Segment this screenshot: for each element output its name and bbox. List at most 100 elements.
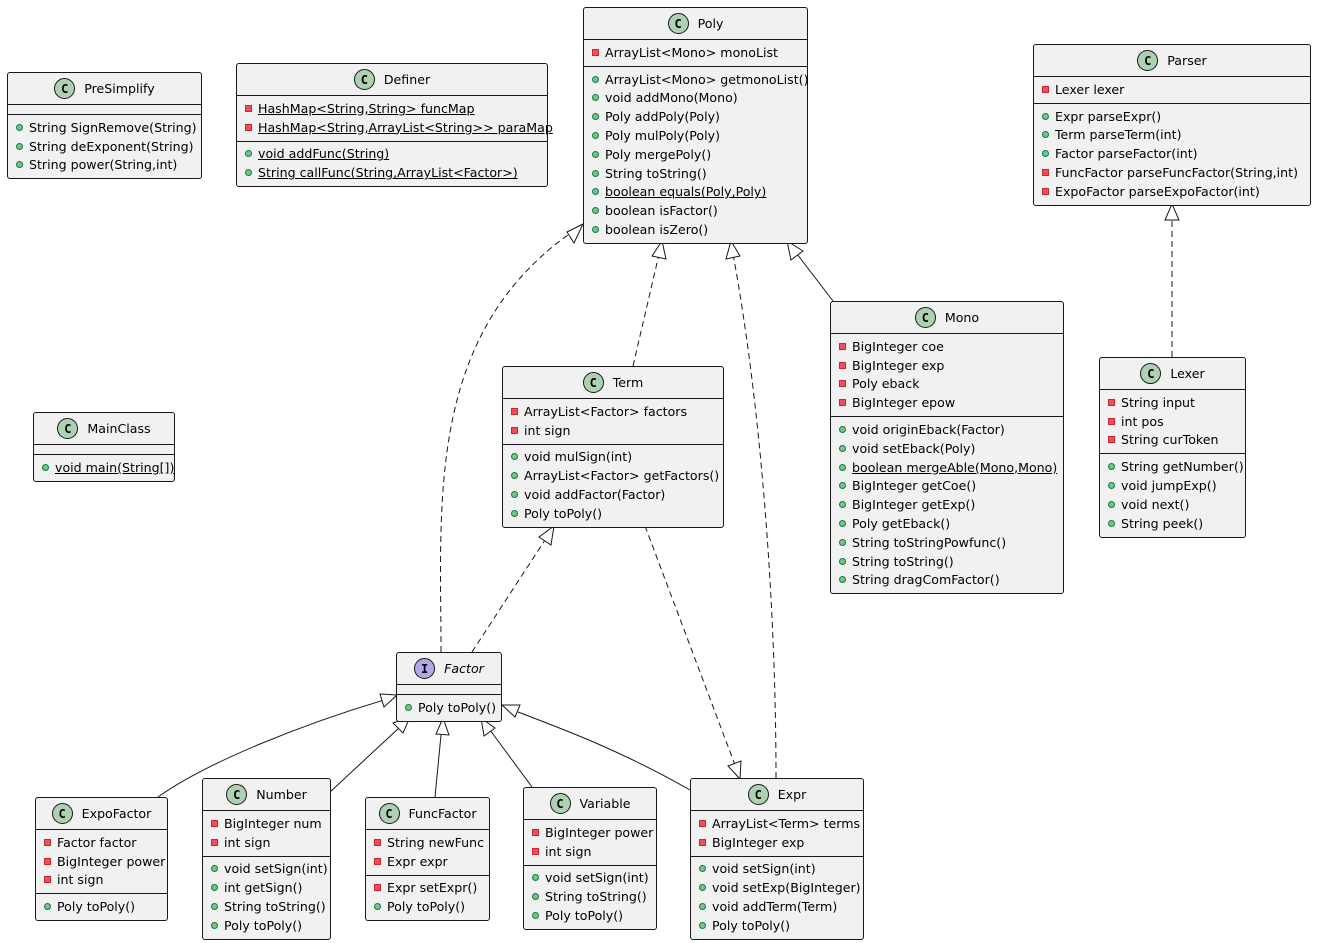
public-visibility-icon <box>511 491 518 499</box>
public-visibility-icon <box>592 132 599 140</box>
method-row: Poly toPoly() <box>203 916 330 935</box>
method-row: boolean equals(Poly,Poly) <box>584 183 807 202</box>
class-icon: C <box>914 307 936 328</box>
method-row: void originEback(Factor) <box>831 420 1063 439</box>
field-section: ArrayList<Mono> monoList <box>584 40 807 66</box>
edge-funcfactor-factor <box>434 734 442 798</box>
field-row: BigInteger exp <box>691 833 863 852</box>
method-signature: Poly mulPoly(Poly) <box>605 128 720 144</box>
method-signature: void main(String[]) <box>55 459 175 475</box>
public-visibility-icon <box>1108 500 1115 508</box>
private-visibility-icon <box>245 104 252 112</box>
method-row: Poly toPoly() <box>503 504 723 523</box>
private-visibility-icon <box>699 838 706 846</box>
method-signature: BigInteger getCoe() <box>852 478 977 494</box>
public-visibility-icon <box>839 538 846 546</box>
method-signature: int getSign() <box>224 880 303 896</box>
method-section: String SignRemove(String)String deExpone… <box>8 114 201 178</box>
class-name: Definer <box>383 72 431 87</box>
field-row: String input <box>1100 393 1245 412</box>
private-visibility-icon <box>532 847 539 855</box>
field-row: BigInteger coe <box>831 337 1063 356</box>
method-signature: boolean isZero() <box>605 222 709 238</box>
private-visibility-icon <box>211 838 218 846</box>
field-signature: HashMap<String,ArrayList<String>> paraMa… <box>258 119 553 135</box>
field-row: int sign <box>524 842 656 861</box>
class-header: C Mono <box>831 302 1063 334</box>
method-signature: String toStringPowfunc() <box>852 534 1007 550</box>
method-section: Expr parseExpr()Term parseTerm(int)Facto… <box>1034 102 1310 205</box>
class-name: Variable <box>579 796 631 811</box>
arrowhead-term-poly <box>651 239 667 260</box>
method-row: Poly toPoly() <box>36 897 167 916</box>
method-row: Poly toPoly() <box>397 698 501 717</box>
public-visibility-icon <box>592 150 599 158</box>
field-section <box>8 105 201 114</box>
method-section: Poly toPoly() <box>397 694 501 721</box>
method-row: boolean mergeAble(Mono,Mono) <box>831 458 1063 477</box>
edge-expr-poly <box>732 253 777 779</box>
method-section: ArrayList<Mono> getmonoList()void addMon… <box>584 65 809 243</box>
public-visibility-icon <box>1042 150 1049 158</box>
field-signature: int sign <box>545 843 592 859</box>
method-section: String getNumber()void jumpExp()void nex… <box>1100 453 1245 536</box>
public-visibility-icon <box>16 142 23 150</box>
method-row: String callFunc(String,ArrayList<Factor>… <box>237 163 547 182</box>
class-name: Mono <box>944 310 980 325</box>
field-signature: String curToken <box>1121 432 1219 448</box>
arrowhead-expofactor-factor <box>379 693 399 708</box>
method-signature: void setSign(int) <box>545 870 649 886</box>
private-visibility-icon <box>592 48 599 56</box>
arrowhead-mono-poly <box>786 239 804 261</box>
class-icon: C <box>54 78 76 99</box>
method-signature: String callFunc(String,ArrayList<Factor>… <box>258 165 518 181</box>
arrowhead-funcfactor-factor <box>435 716 450 736</box>
public-visibility-icon <box>839 557 846 565</box>
method-signature: ArrayList<Mono> getmonoList() <box>605 71 809 87</box>
method-section: void mulSign(int)ArrayList<Factor> getFa… <box>503 443 723 527</box>
class-icon: C <box>1140 363 1162 384</box>
method-signature: Poly toPoly() <box>712 917 791 933</box>
field-row: String newFunc <box>366 833 489 852</box>
class-name: Poly <box>697 16 724 31</box>
method-row: String toString() <box>584 164 807 183</box>
method-row: void next() <box>1100 495 1245 514</box>
private-visibility-icon <box>374 884 381 892</box>
public-visibility-icon <box>405 703 412 711</box>
public-visibility-icon <box>16 161 23 169</box>
method-signature: void addFactor(Factor) <box>524 487 666 503</box>
public-visibility-icon <box>42 463 49 471</box>
method-row: String power(String,int) <box>8 156 201 175</box>
public-visibility-icon <box>511 509 518 517</box>
method-signature: ExpoFactor parseExpoFactor(int) <box>1055 183 1260 199</box>
private-visibility-icon <box>839 342 846 350</box>
method-row: Poly toPoly() <box>524 906 656 925</box>
method-row: Poly toPoly() <box>691 916 863 935</box>
field-signature: BigInteger exp <box>852 357 945 373</box>
method-row: void setExp(BigInteger) <box>691 878 863 897</box>
method-signature: String peek() <box>1121 515 1204 531</box>
